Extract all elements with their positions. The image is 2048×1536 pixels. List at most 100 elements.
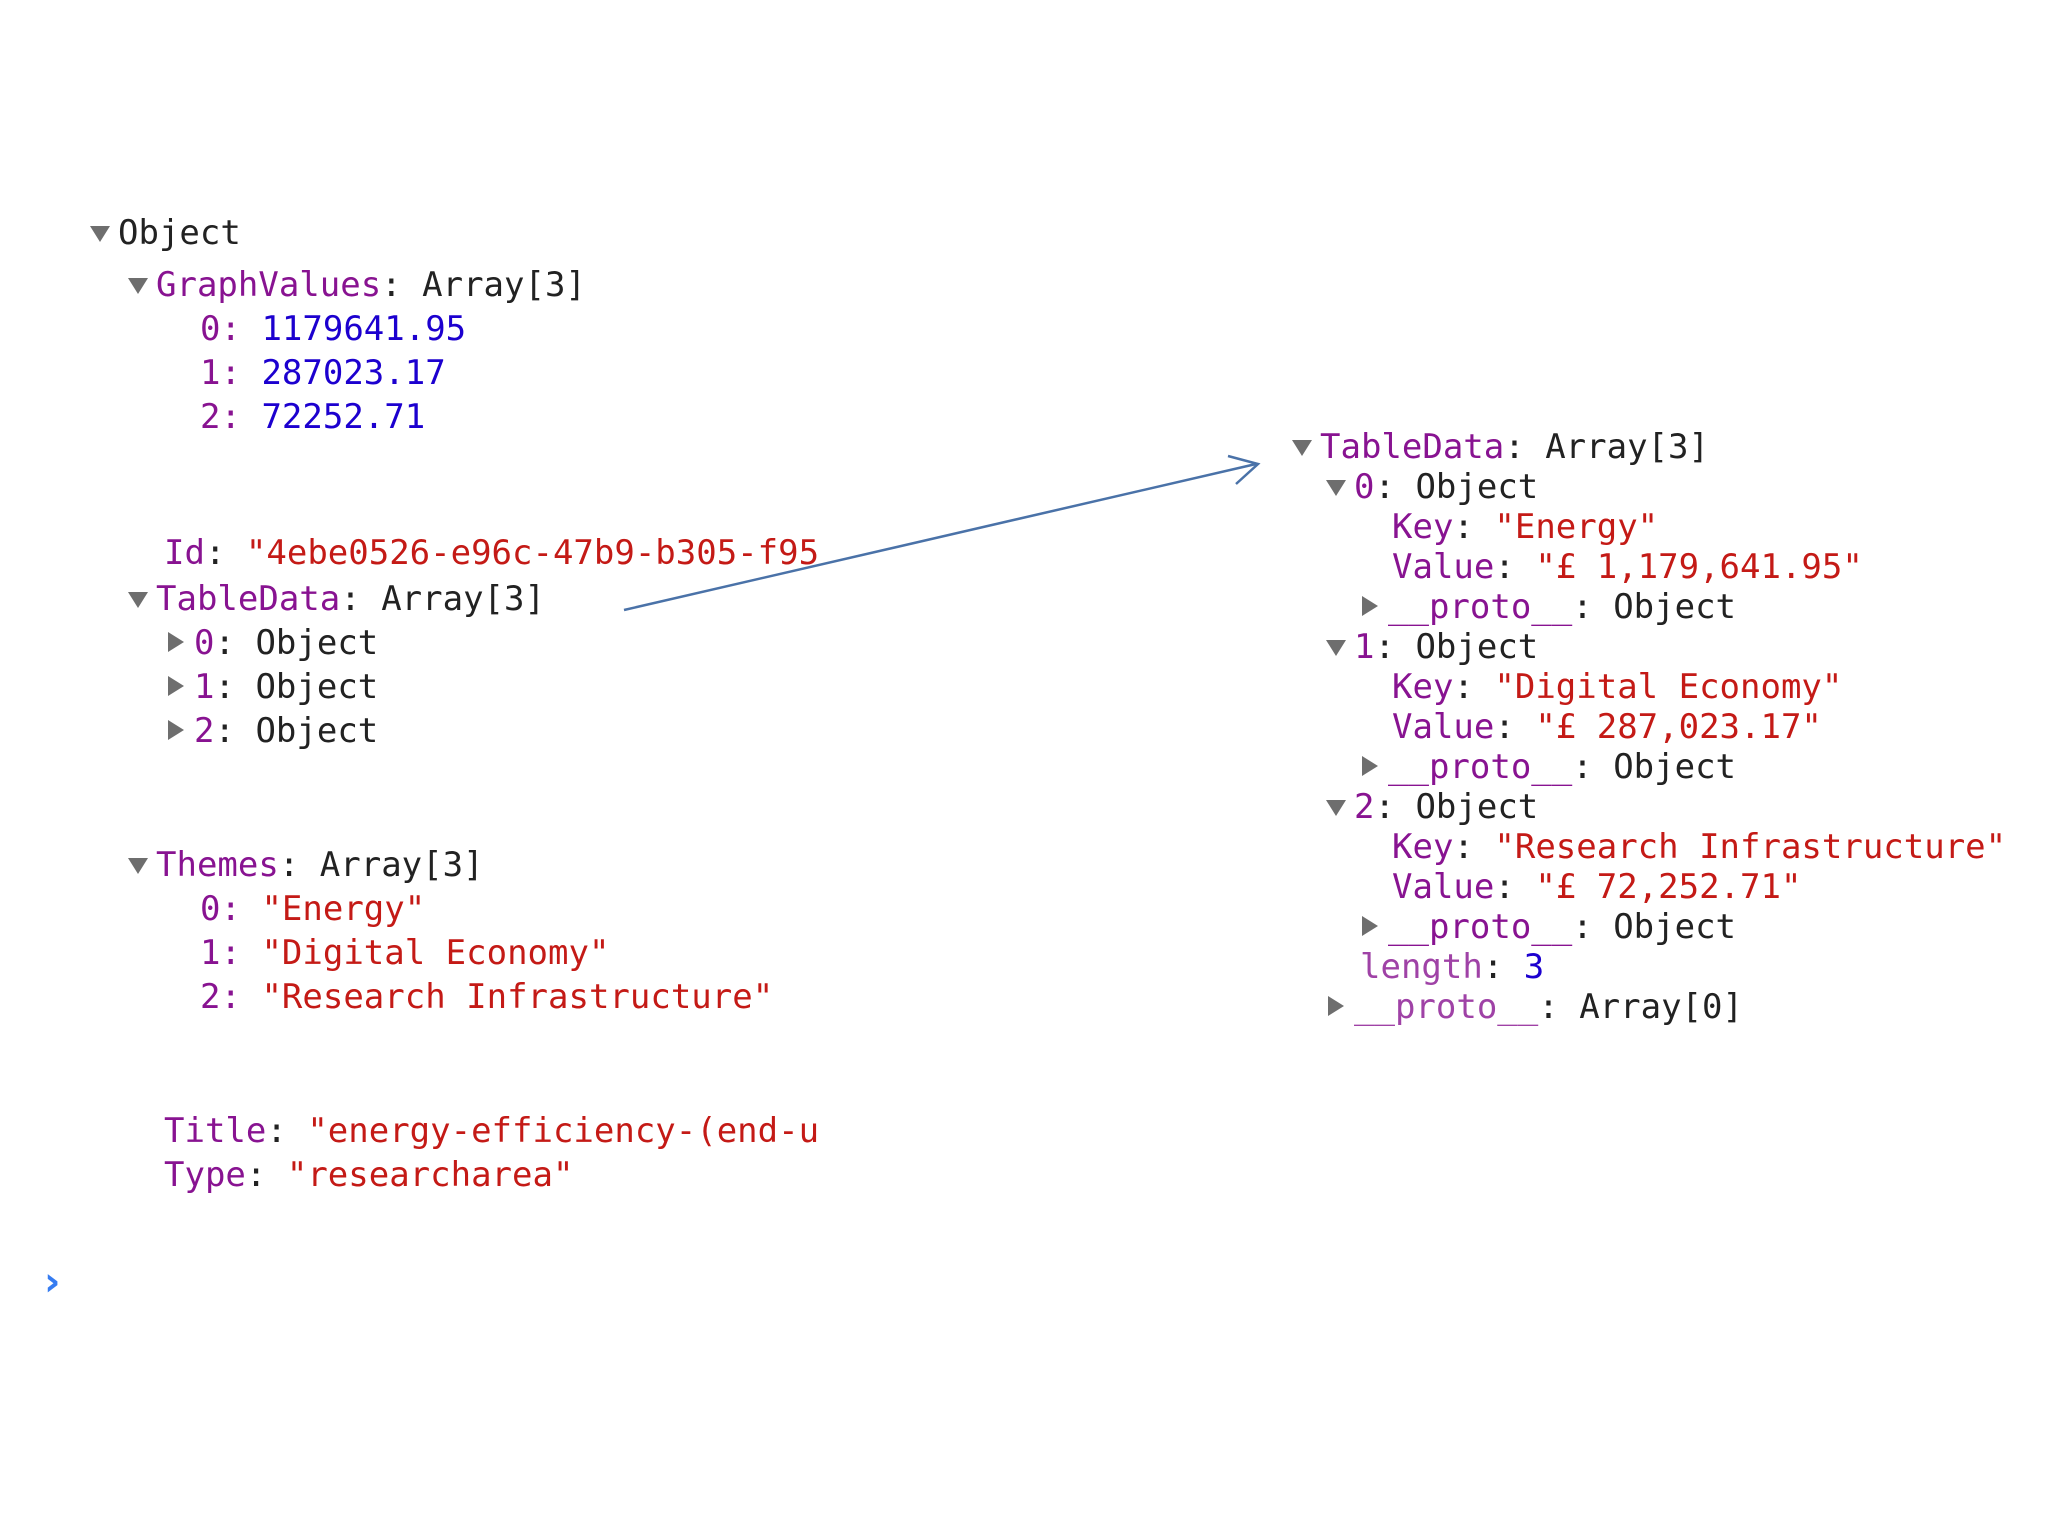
id-property: Id: "4ebe0526-e96c-47b9-b305-f95 <box>164 533 820 573</box>
key-value: "Research Infrastructure" <box>1494 827 2007 867</box>
array-proto-label: __proto__ <box>1354 987 1539 1027</box>
type-value: "researcharea" <box>286 1155 574 1195</box>
value-label: Value <box>1392 707 1495 747</box>
tabledata-item[interactable]: 0: Object <box>166 626 378 662</box>
item-value: "Energy" <box>261 889 426 929</box>
object-type: Object <box>1415 627 1539 667</box>
triangle-down-icon[interactable] <box>1326 640 1346 656</box>
key-property: Key: "Research Infrastructure" <box>1392 827 2007 867</box>
value-property: Value: "£ 287,023.17" <box>1392 707 1822 747</box>
item-index: 1 <box>200 933 221 973</box>
graphvalues-item: 0: 1179641.95 <box>200 309 467 349</box>
themes-key: Themes <box>156 845 279 885</box>
item-type: Object <box>255 667 379 707</box>
triangle-down-icon[interactable] <box>128 858 148 874</box>
item-value: "Digital Economy" <box>261 933 610 973</box>
id-value: "4ebe0526-e96c-47b9-b305-f95 <box>245 533 820 573</box>
item-index: 1 <box>194 667 215 707</box>
title-key: Title <box>164 1111 267 1151</box>
object-index: 2 <box>1354 787 1375 827</box>
graphvalues-node[interactable]: GraphValues: Array[3] <box>128 268 586 304</box>
item-index: 2 <box>200 397 221 437</box>
item-value: 72252.71 <box>261 397 426 437</box>
value-property: Value: "£ 1,179,641.95" <box>1392 547 1863 587</box>
length-property: length: 3 <box>1360 947 1545 987</box>
value-property: Value: "£ 72,252.71" <box>1392 867 1802 907</box>
proto-type: Object <box>1613 907 1737 947</box>
item-value: "Research Infrastructure" <box>261 977 774 1017</box>
proto-type: Object <box>1613 587 1737 627</box>
right-tabledata-node[interactable]: TableData: Array[3] <box>1292 430 1709 466</box>
proto-label: __proto__ <box>1388 907 1573 947</box>
triangle-right-icon[interactable] <box>168 676 184 696</box>
object-index: 0 <box>1354 467 1375 507</box>
console-prompt-icon[interactable]: › <box>44 1259 61 1305</box>
triangle-down-icon[interactable] <box>128 278 148 294</box>
triangle-right-icon[interactable] <box>1362 756 1378 776</box>
key-label: Key <box>1392 507 1454 547</box>
graphvalues-key: GraphValues <box>156 265 382 305</box>
item-type: Object <box>255 623 379 663</box>
key-property: Key: "Energy" <box>1392 507 1659 547</box>
graphvalues-type: Array[3] <box>422 265 586 305</box>
value-value: "£ 1,179,641.95" <box>1535 547 1863 587</box>
object-type: Object <box>1415 787 1539 827</box>
triangle-right-icon[interactable] <box>1328 996 1344 1016</box>
object-index: 1 <box>1354 627 1375 667</box>
id-key: Id <box>164 533 205 573</box>
length-label: length <box>1360 947 1483 987</box>
key-label: Key <box>1392 827 1454 867</box>
value-label: Value <box>1392 547 1495 587</box>
triangle-right-icon[interactable] <box>1362 916 1378 936</box>
proto-label: __proto__ <box>1388 747 1573 787</box>
tabledata-item[interactable]: 1: Object <box>166 670 378 706</box>
type-property: Type: "researcharea" <box>164 1155 574 1195</box>
item-index: 1 <box>200 353 221 393</box>
object-node[interactable]: 0: Object <box>1326 470 1538 506</box>
graphvalues-item: 1: 287023.17 <box>200 353 446 393</box>
tabledata-node[interactable]: TableData: Array[3] <box>128 582 545 618</box>
object-node[interactable]: 2: Object <box>1326 790 1538 826</box>
themes-item: 1: "Digital Economy" <box>200 933 610 973</box>
value-value: "£ 72,252.71" <box>1535 867 1802 907</box>
key-value: "Digital Economy" <box>1494 667 1843 707</box>
themes-node[interactable]: Themes: Array[3] <box>128 848 484 884</box>
triangle-down-icon[interactable] <box>128 592 148 608</box>
value-value: "£ 287,023.17" <box>1535 707 1822 747</box>
triangle-down-icon[interactable] <box>90 226 110 242</box>
themes-item: 2: "Research Infrastructure" <box>200 977 774 1017</box>
proto-node[interactable]: __proto__: Object <box>1360 590 1736 626</box>
triangle-right-icon[interactable] <box>1362 596 1378 616</box>
tabledata-key: TableData <box>156 579 341 619</box>
proto-node[interactable]: __proto__: Object <box>1360 910 1736 946</box>
title-property: Title: "energy-efficiency-(end-u <box>164 1111 820 1151</box>
triangle-down-icon[interactable] <box>1292 440 1312 456</box>
title-value: "energy-efficiency-(end-u <box>307 1111 820 1151</box>
themes-type: Array[3] <box>319 845 484 885</box>
length-value: 3 <box>1523 947 1545 987</box>
proto-type: Object <box>1613 747 1737 787</box>
item-value: 287023.17 <box>261 353 446 393</box>
triangle-down-icon[interactable] <box>1326 800 1346 816</box>
key-value: "Energy" <box>1494 507 1659 547</box>
tabledata-type: Array[3] <box>381 579 545 619</box>
item-index: 0 <box>194 623 215 663</box>
root-object-node[interactable]: Object <box>90 216 241 252</box>
triangle-down-icon[interactable] <box>1326 480 1346 496</box>
array-proto-type: Array[0] <box>1579 987 1743 1027</box>
item-index: 0 <box>200 309 221 349</box>
object-node[interactable]: 1: Object <box>1326 630 1538 666</box>
array-proto-node[interactable]: __proto__: Array[0] <box>1326 990 1743 1026</box>
key-label: Key <box>1392 667 1454 707</box>
tabledata-item[interactable]: 2: Object <box>166 714 378 750</box>
proto-node[interactable]: __proto__: Object <box>1360 750 1736 786</box>
triangle-right-icon[interactable] <box>168 632 184 652</box>
triangle-right-icon[interactable] <box>168 720 184 740</box>
type-key: Type <box>164 1155 246 1195</box>
value-label: Value <box>1392 867 1495 907</box>
root-object-label: Object <box>118 213 241 253</box>
item-type: Object <box>255 711 379 751</box>
arrow-head <box>1227 454 1261 485</box>
item-index: 2 <box>200 977 221 1017</box>
